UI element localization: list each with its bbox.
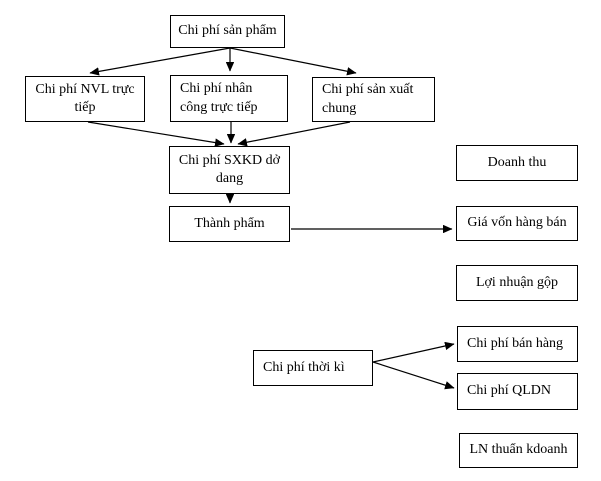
- node-label: Lợi nhuận gộp: [475, 274, 559, 290]
- arrow-chi-phi-san-pham-to-chi-phi-sx-chung: [229, 47, 357, 76]
- node-chi-phi-sx-chung: Chi phí sản xuất chung: [312, 77, 435, 122]
- arrow-chi-phi-thoi-ki-to-chi-phi-ban-hang: [372, 341, 455, 363]
- node-label: Chi phí nhân công trực tiếp: [180, 81, 258, 115]
- arrow-chi-phi-nvl-to-chi-phi-sxkd: [87, 121, 225, 147]
- arrow-chi-phi-san-pham-to-chi-phi-nvl: [89, 47, 231, 76]
- node-label: Chi phí NVL trực tiếp: [35, 81, 135, 115]
- node-label: Chi phí SXKD dở dang: [178, 152, 281, 186]
- node-label: Giá vốn hàng bán: [467, 215, 567, 231]
- node-label: Chi phí thời kì: [263, 359, 345, 375]
- node-loi-nhuan-gop: Lợi nhuận gộp: [456, 265, 578, 301]
- node-label: Thành phẩm: [194, 215, 265, 231]
- node-label: Chi phí bán hàng: [467, 335, 564, 351]
- node-label: Chi phí sản xuất chung: [322, 82, 414, 116]
- node-chi-phi-san-pham: Chi phí sản phẩm: [170, 15, 285, 48]
- node-chi-phi-nvl: Chi phí NVL trực tiếp: [25, 76, 145, 122]
- node-gia-von-hang-ban: Giá vốn hàng bán: [456, 206, 578, 241]
- arrow-chi-phi-sx-chung-to-chi-phi-sxkd: [237, 121, 351, 147]
- arrow-chi-phi-thoi-ki-to-chi-phi-qldn: [372, 361, 455, 390]
- node-label: Chi phí sản phẩm: [178, 23, 277, 39]
- node-chi-phi-ban-hang: Chi phí bán hàng: [457, 326, 578, 362]
- node-label: LN thuẩn kdoanh: [469, 442, 568, 458]
- node-chi-phi-nhan-cong: Chi phí nhân công trực tiếp: [170, 75, 288, 122]
- node-doanh-thu: Doanh thu: [456, 145, 578, 181]
- node-chi-phi-thoi-ki: Chi phí thời kì: [253, 350, 373, 386]
- node-chi-phi-qldn: Chi phí QLDN: [457, 373, 578, 410]
- node-thanh-pham: Thành phẩm: [169, 206, 290, 242]
- node-chi-phi-sxkd: Chi phí SXKD dở dang: [169, 146, 290, 194]
- node-label: Chi phí QLDN: [467, 383, 551, 399]
- node-label: Doanh thu: [487, 154, 547, 170]
- node-ln-thuan-kdoanh: LN thuẩn kdoanh: [459, 433, 578, 468]
